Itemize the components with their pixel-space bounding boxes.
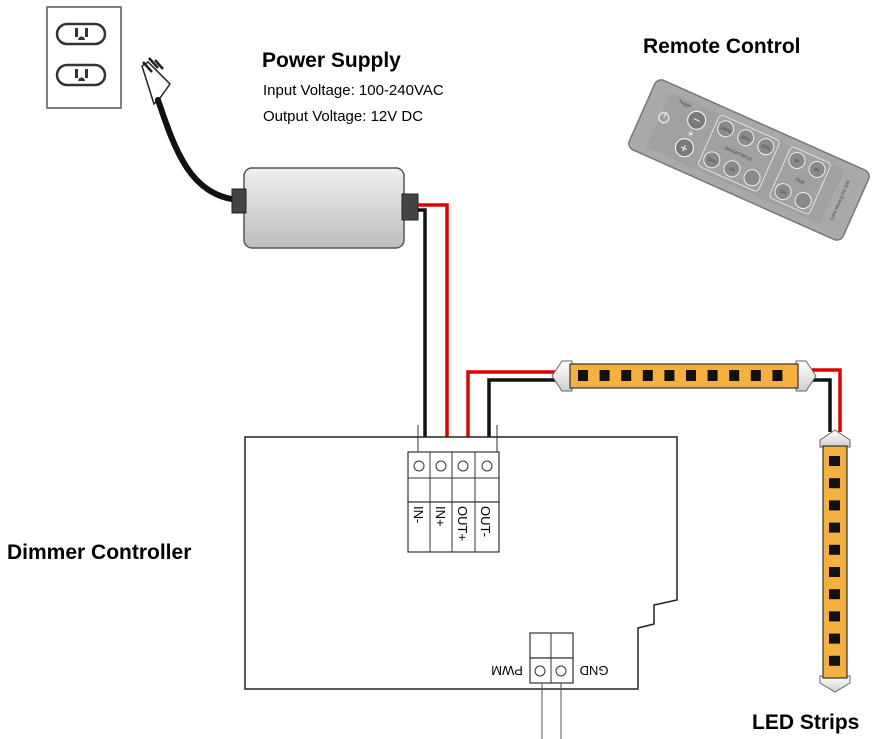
strip-end-cap-top [819, 429, 851, 448]
remote-control: Toggle − + ☀ 100% 50% 25% 10% [628, 79, 870, 241]
strip-end-cap-right [795, 360, 817, 392]
power-supply-output-voltage: Output Voltage: 12V DC [263, 108, 423, 125]
led-chip [829, 500, 840, 511]
led-chip [578, 370, 588, 381]
led-chip [707, 370, 718, 381]
power-supply-input-voltage: Input Voltage: 100-240VAC [263, 82, 444, 99]
brightness-icon: ☀ [684, 129, 695, 141]
terminal-label-out-minus: OUT- [478, 506, 493, 537]
remote-preset-group: 100% 50% 25% 10% 1% 3h 6h 12h BRIGHTNESS… [698, 115, 851, 221]
led-chip [686, 370, 696, 381]
dimmer-controller-title: Dimmer Controller [7, 541, 191, 564]
terminal-label-gnd: GND [580, 663, 609, 678]
svg-text:100%: 100% [719, 125, 732, 134]
wire-strip-positive [812, 368, 842, 432]
input-output-terminal-block: IN- IN+ OUT+ OUT- [407, 425, 500, 553]
wire-strip-negative [812, 378, 832, 432]
led-chip [829, 655, 840, 666]
terminal-label-in-plus: IN+ [433, 506, 448, 527]
remote-plus-button: − [687, 110, 707, 130]
dimmer-controller-board [244, 436, 678, 690]
led-chip [772, 370, 783, 381]
svg-text:12h: 12h [778, 188, 787, 196]
led-chip [829, 522, 840, 533]
led-chip [829, 544, 840, 555]
led-chip [599, 370, 610, 381]
ac-plug [141, 57, 171, 106]
ac-cord [155, 97, 241, 203]
led-chip [729, 370, 740, 381]
terminal-label-out-plus: OUT+ [455, 506, 470, 541]
remote-control-title: Remote Control [643, 35, 801, 58]
power-supply-brick [231, 167, 419, 249]
svg-text:25%: 25% [761, 143, 771, 151]
wire-out-positive [466, 370, 556, 452]
outlet-socket-top [55, 22, 107, 46]
led-chip [829, 567, 840, 577]
led-chip [829, 611, 840, 622]
svg-text:6h: 6h [814, 167, 821, 174]
svg-text:50%: 50% [740, 134, 750, 142]
wire-out-negative [487, 378, 556, 452]
led-chip [750, 370, 761, 381]
outlet-socket-bottom [55, 63, 107, 87]
strip-end-cap-left [551, 360, 573, 392]
wall-outlet [46, 6, 122, 109]
svg-text:3h: 3h [793, 158, 800, 165]
led-chip [829, 456, 840, 466]
svg-text:10%: 10% [707, 156, 717, 164]
led-chip [829, 589, 840, 600]
led-chip [642, 370, 653, 381]
remote-toggle-label: Toggle [678, 99, 693, 109]
svg-text:TIME: TIME [794, 177, 806, 186]
svg-text:1%: 1% [728, 166, 736, 173]
terminal-label-pwm: PWM [491, 663, 523, 678]
pwm-gnd-terminal: PWM GND [491, 632, 609, 739]
terminal-label-in-minus: IN- [411, 506, 426, 523]
led-chip [664, 370, 675, 381]
wire-supply-positive [418, 203, 449, 452]
remote-minus-button: + [674, 138, 695, 158]
led-strip-vertical [819, 429, 851, 693]
led-chip [621, 370, 632, 381]
power-supply-title: Power Supply [262, 49, 401, 72]
led-strips-title: LED Strips [752, 711, 859, 734]
led-strip-horizontal [551, 360, 817, 392]
led-chip [829, 633, 840, 644]
led-chip [829, 478, 840, 489]
wire-supply-negative [418, 208, 427, 452]
